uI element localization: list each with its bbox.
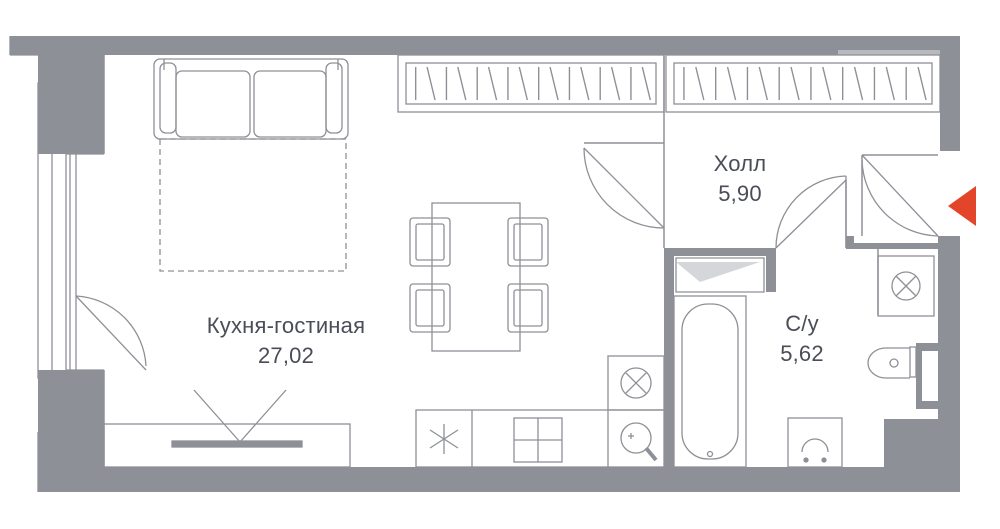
hanger <box>487 66 498 101</box>
washing-machine-icon <box>877 255 935 317</box>
wall-outline <box>103 55 938 467</box>
hanger <box>758 66 768 101</box>
room-label-living-kitchen: Кухня-гостиная 27,02 <box>186 311 386 371</box>
hob-icon <box>429 424 459 454</box>
hanger <box>822 66 832 101</box>
window <box>9 36 104 492</box>
sink-icon <box>513 417 563 463</box>
entrance-arrow-icon <box>948 186 976 226</box>
hangers <box>414 66 927 101</box>
chair-icon <box>409 217 549 333</box>
table-icon <box>431 202 521 352</box>
bed-outline <box>159 138 347 272</box>
dishwasher-icon <box>620 422 658 462</box>
room-area: 5,90 <box>718 181 762 206</box>
hanger <box>580 66 590 101</box>
room-area: 27,02 <box>257 343 315 368</box>
walls <box>10 36 960 492</box>
kitchen-door <box>583 147 665 229</box>
tv-unit <box>103 389 351 468</box>
entrance-door <box>861 154 939 237</box>
room-label-bathroom: С/у 5,62 <box>752 309 852 369</box>
oven-icon <box>620 367 652 399</box>
hanger <box>726 66 737 101</box>
bath-door <box>775 175 847 249</box>
toilet-icon <box>867 346 917 379</box>
kitchen-counter <box>415 355 665 468</box>
bath-shelf <box>675 257 765 293</box>
room-area: 5,62 <box>780 341 824 366</box>
hanger <box>549 66 559 101</box>
bathtub-icon <box>673 295 747 468</box>
hanger <box>610 66 621 101</box>
balcony-door <box>75 295 147 371</box>
sofa-icon <box>153 58 349 140</box>
hanger <box>853 66 864 101</box>
hanger <box>695 66 705 101</box>
washbasin-icon <box>787 417 843 468</box>
hanger <box>917 66 927 101</box>
hanger <box>790 66 800 101</box>
room-label-hall: Холл 5,90 <box>690 149 790 209</box>
hanger <box>426 66 436 101</box>
room-name: Кухня-гостиная <box>206 313 366 338</box>
wardrobe <box>397 54 941 113</box>
hanger <box>885 66 895 101</box>
hanger <box>457 66 467 101</box>
room-name: С/у <box>785 311 819 336</box>
hanger <box>518 66 528 101</box>
hanger <box>641 66 651 101</box>
room-name: Холл <box>713 151 767 176</box>
